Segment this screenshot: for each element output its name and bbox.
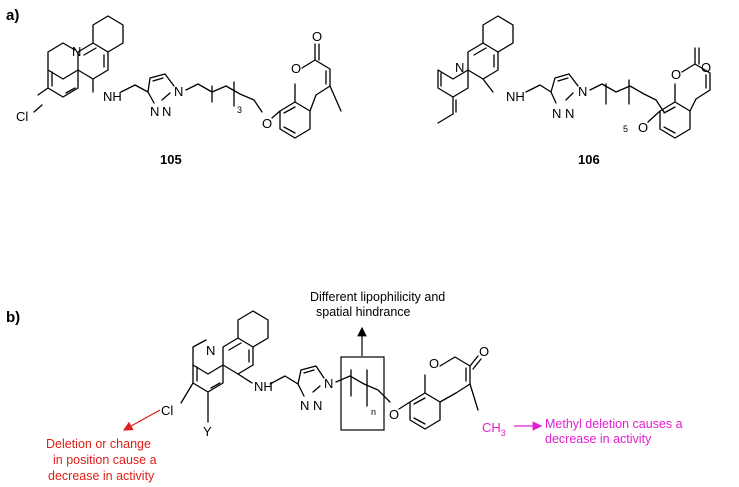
chain-repeat-105: 3	[237, 105, 242, 115]
methyl-note-line1: Methyl deletion causes a	[545, 417, 683, 431]
ether-oxygen-label: O	[389, 407, 399, 422]
y-substituent-label: Y	[203, 424, 212, 439]
ring-oxygen-label: O	[429, 356, 439, 371]
triazole-n1-label: N	[174, 84, 183, 99]
linker-highlight-box	[340, 356, 385, 431]
ether-oxygen-label: O	[262, 116, 272, 131]
linker-note-line1: Different lipophilicity and	[310, 290, 445, 304]
triazole-n2-label: N	[552, 106, 561, 121]
ring-oxygen-label: O	[291, 61, 301, 76]
compound-105-label: 105	[160, 152, 182, 167]
panel-a-label: a)	[6, 7, 19, 24]
triazole-n1-label: N	[324, 376, 333, 391]
chlorine-note-line2: in position cause a	[53, 453, 157, 467]
carbonyl-oxygen-label: O	[701, 60, 711, 75]
compound-106-structure: N NH N N N 5 O O O	[437, 15, 711, 139]
chlorine-label: Cl	[161, 403, 173, 418]
panel-b-label: b)	[6, 309, 20, 326]
triazole-n2-label: N	[300, 398, 309, 413]
compound-105-structure: N Cl NH N N N 3 O O	[16, 15, 342, 139]
triazole-n2-label: N	[150, 104, 159, 119]
triazole-n3-label: N	[565, 106, 574, 121]
amine-nh-label: NH	[103, 89, 122, 104]
triazole-n3-label: N	[162, 104, 171, 119]
ring-nitrogen-label: N	[72, 44, 81, 59]
chlorine-note-line1: Deletion or change	[46, 437, 151, 451]
methyl-note-line2: decrease in activity	[545, 432, 652, 446]
chain-repeat-106: 5	[623, 124, 628, 134]
methyl-ch: CH	[482, 420, 501, 435]
generic-scaffold-structure: N Cl Y NH N N N n O O	[161, 310, 489, 439]
carbonyl-oxygen-label: O	[479, 344, 489, 359]
linker-note-line2: spatial hindrance	[316, 305, 411, 319]
chlorine-note-line3: decrease in activity	[48, 469, 155, 483]
methyl-label: CH3	[482, 420, 506, 438]
amine-nh-label: NH	[506, 89, 525, 104]
ether-oxygen-label: O	[638, 120, 648, 135]
chlorine-note-arrow	[122, 409, 161, 431]
ring-oxygen-label: O	[671, 67, 681, 82]
triazole-n1-label: N	[578, 84, 587, 99]
ring-nitrogen-label: N	[455, 60, 464, 75]
triazole-n3-label: N	[313, 398, 322, 413]
carbonyl-oxygen-label: O	[312, 29, 322, 44]
methyl-subscript: 3	[501, 428, 506, 438]
compound-106-label: 106	[578, 152, 600, 167]
chain-repeat-n: n	[371, 407, 376, 417]
ring-nitrogen-label: N	[206, 343, 215, 358]
chlorine-label: Cl	[16, 109, 28, 124]
amine-nh-label: NH	[254, 379, 273, 394]
